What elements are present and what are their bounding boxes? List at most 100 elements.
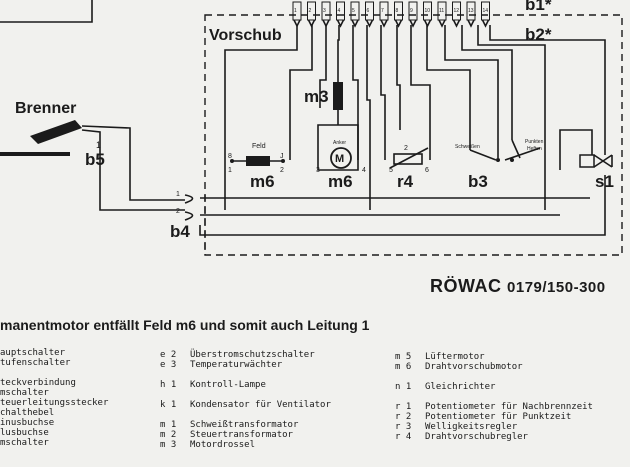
legend-text: Überstromschutzschalter — [190, 350, 315, 360]
legend-text — [190, 370, 195, 380]
terminal-number: 13 — [468, 8, 474, 14]
terminal-number: 6 — [367, 8, 370, 14]
terminal-fork — [380, 19, 388, 28]
r4-wiper — [389, 147, 429, 169]
bus-line-3 — [199, 175, 606, 236]
b5-label: b5 — [85, 150, 105, 169]
torch-wire-2 — [81, 125, 185, 201]
legend-text: Kondensator für Ventilator — [190, 400, 331, 410]
legend-code: r 2 — [395, 412, 412, 422]
wire-t10 — [426, 25, 471, 150]
b4-connector — [184, 194, 194, 221]
wire-t2 — [289, 25, 313, 160]
torch-wire-1 — [81, 129, 185, 211]
s1-valve — [593, 154, 613, 168]
r4-pin-2: 2 — [404, 145, 408, 152]
wire-t11 — [444, 25, 499, 150]
b3-contact-2 — [510, 158, 514, 162]
legend-code — [160, 410, 190, 420]
feld-winding — [246, 156, 270, 166]
legend-text: Lüftermotor — [425, 352, 485, 362]
terminal-block — [350, 1, 360, 21]
b2-label: b2* — [525, 25, 552, 44]
b5-pin-1: 1 — [96, 140, 101, 150]
b3-contact-1 — [496, 158, 500, 162]
legend-item — [395, 372, 593, 382]
legend-code: e 2 — [160, 350, 177, 360]
legend-item: e 3 Temperaturwächter — [160, 360, 331, 370]
legend-code: e 3 — [160, 360, 177, 370]
legend-text: Schweißtransformator — [190, 420, 299, 430]
legend-text: Kontroll-Lampe — [190, 380, 266, 390]
note-line: manentmotor entfällt Feld m6 und somit a… — [0, 317, 370, 333]
m6-feld-label: m6 — [250, 172, 275, 191]
legend-column-2: e 2 Überstromschutzschalter e 3 Temperaturw… — [160, 350, 331, 450]
terminal-number: 2 — [309, 8, 312, 14]
b1-label: b1* — [525, 0, 552, 14]
motor-housing — [317, 124, 359, 171]
terminal-block — [394, 1, 403, 21]
terminal-number: 10 — [425, 8, 431, 14]
legend-code: r 4 — [395, 432, 412, 442]
terminal-block — [423, 1, 432, 21]
legend-item — [160, 390, 331, 400]
terminal-number: 14 — [483, 8, 489, 14]
b3-punkten-label: Punkten — [525, 139, 544, 145]
legend-code: k 1 — [160, 400, 177, 410]
terminal-block — [307, 1, 316, 21]
terminal-fork — [467, 19, 475, 28]
b3-schweissen-label: Schweißen — [455, 144, 480, 150]
legend-text — [190, 410, 195, 420]
terminal-block — [365, 1, 374, 21]
terminal-block — [437, 1, 447, 21]
b3-switch — [469, 139, 541, 161]
feld-pin-2: 2 — [280, 167, 284, 174]
legend-code: m 3 — [160, 440, 177, 450]
legend-code: r 1 — [395, 402, 412, 412]
legend-text: Drahtvorschubmotor — [425, 362, 523, 372]
legend-item — [160, 370, 331, 380]
legend-item: lusbuchse — [0, 428, 49, 438]
feld-pin-left — [230, 159, 234, 163]
wire-t8 — [396, 25, 401, 130]
terminal-block — [408, 1, 418, 21]
terminal-number: 1 — [294, 8, 297, 14]
terminal-fork — [409, 19, 417, 28]
legend-code — [160, 390, 190, 400]
legend-item: e 2 Überstromschutzschalter — [160, 350, 331, 360]
wire-t13 — [477, 25, 546, 210]
legend-item: mschalter — [0, 388, 49, 398]
legend-item — [0, 368, 108, 378]
r4-resistor — [393, 153, 423, 165]
b3-label: b3 — [468, 172, 488, 191]
legend-text: Temperaturwächter — [190, 360, 283, 370]
r4-label: r4 — [397, 172, 414, 191]
wire-t1 — [224, 25, 298, 210]
terminal-number: 12 — [454, 8, 460, 14]
legend-text: Gleichrichter — [425, 382, 496, 392]
wire-t9 — [410, 25, 431, 160]
terminal-number: 8 — [396, 8, 399, 14]
terminal-fork — [336, 19, 345, 28]
legend-text: Drahtvorschubregler — [425, 432, 528, 442]
legend-code: h 1 — [160, 380, 177, 390]
terminal-block — [466, 1, 476, 21]
terminal-block — [292, 1, 302, 21]
legend-item: inusbuchse — [0, 418, 55, 428]
legend-item — [160, 410, 331, 420]
b4-pin-2: 2 — [176, 208, 180, 215]
wire-t3 — [319, 25, 327, 108]
wire-t4 — [337, 25, 340, 95]
legend-item: tufenschalter — [0, 358, 71, 368]
terminal-block — [379, 1, 389, 21]
legend-text — [425, 372, 430, 382]
terminal-block — [321, 1, 331, 21]
legend-item: teuerleitungsstecker — [0, 398, 109, 408]
